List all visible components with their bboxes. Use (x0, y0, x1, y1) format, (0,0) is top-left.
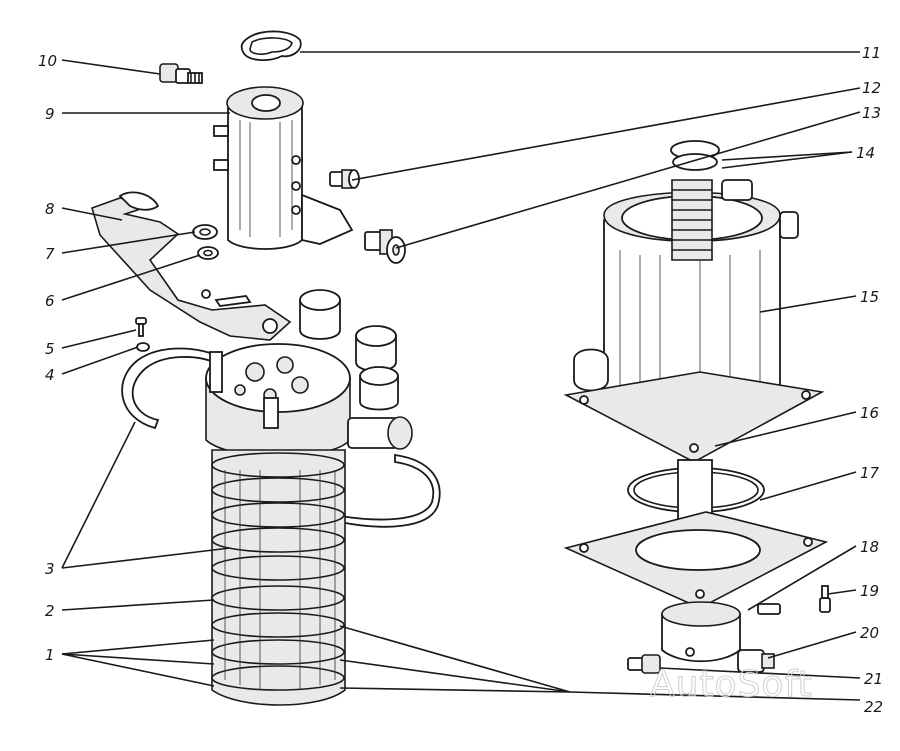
label-6: 6 (45, 292, 55, 310)
part-6-washer (197, 246, 219, 260)
label-9: 9 (45, 105, 55, 123)
part-14-rings (670, 140, 720, 171)
label-7: 7 (45, 245, 55, 263)
label-4: 4 (45, 366, 55, 384)
part-11-gasket (240, 30, 302, 61)
label-8: 8 (45, 200, 55, 218)
part-13-fitting (364, 229, 406, 264)
label-3: 3 (45, 560, 55, 578)
label-19: 19 (860, 582, 879, 600)
label-18: 18 (860, 538, 879, 556)
watermark-text: AutoSoft (650, 664, 813, 705)
leader-lines (61, 51, 861, 701)
part-18-collar (661, 601, 741, 663)
part-18-screw (757, 603, 781, 615)
label-11: 11 (862, 44, 881, 62)
part-5-screw (135, 317, 147, 337)
valve-head-gasket (339, 453, 441, 528)
label-21: 21 (864, 670, 883, 688)
label-15: 15 (860, 288, 879, 306)
label-14: 14 (856, 144, 875, 162)
part-9-body-block (213, 86, 354, 250)
label-10: 10 (38, 52, 57, 70)
part-10-fitting (159, 63, 203, 84)
label-20: 20 (860, 624, 879, 642)
part-8-lever-plate (91, 191, 292, 341)
part-21-fitting (627, 654, 661, 674)
part-17-gasket-plate (563, 511, 829, 609)
piston-stack (211, 449, 346, 706)
label-22: 22 (864, 698, 883, 716)
part-7-washer (192, 224, 218, 240)
part-19-pin (819, 585, 831, 613)
part-20-fitting (737, 649, 775, 673)
label-1: 1 (45, 646, 55, 664)
label-13: 13 (862, 104, 881, 122)
label-12: 12 (862, 79, 881, 97)
label-17: 17 (860, 464, 880, 482)
label-2: 2 (45, 602, 55, 620)
part-labels: 10 9 8 7 6 5 4 3 2 1 11 12 13 14 15 16 1… (38, 44, 883, 716)
cylinder-flange (563, 371, 825, 463)
part-4-washer (136, 342, 150, 352)
label-5: 5 (45, 340, 55, 358)
valve-head (205, 289, 413, 458)
label-16: 16 (860, 404, 879, 422)
